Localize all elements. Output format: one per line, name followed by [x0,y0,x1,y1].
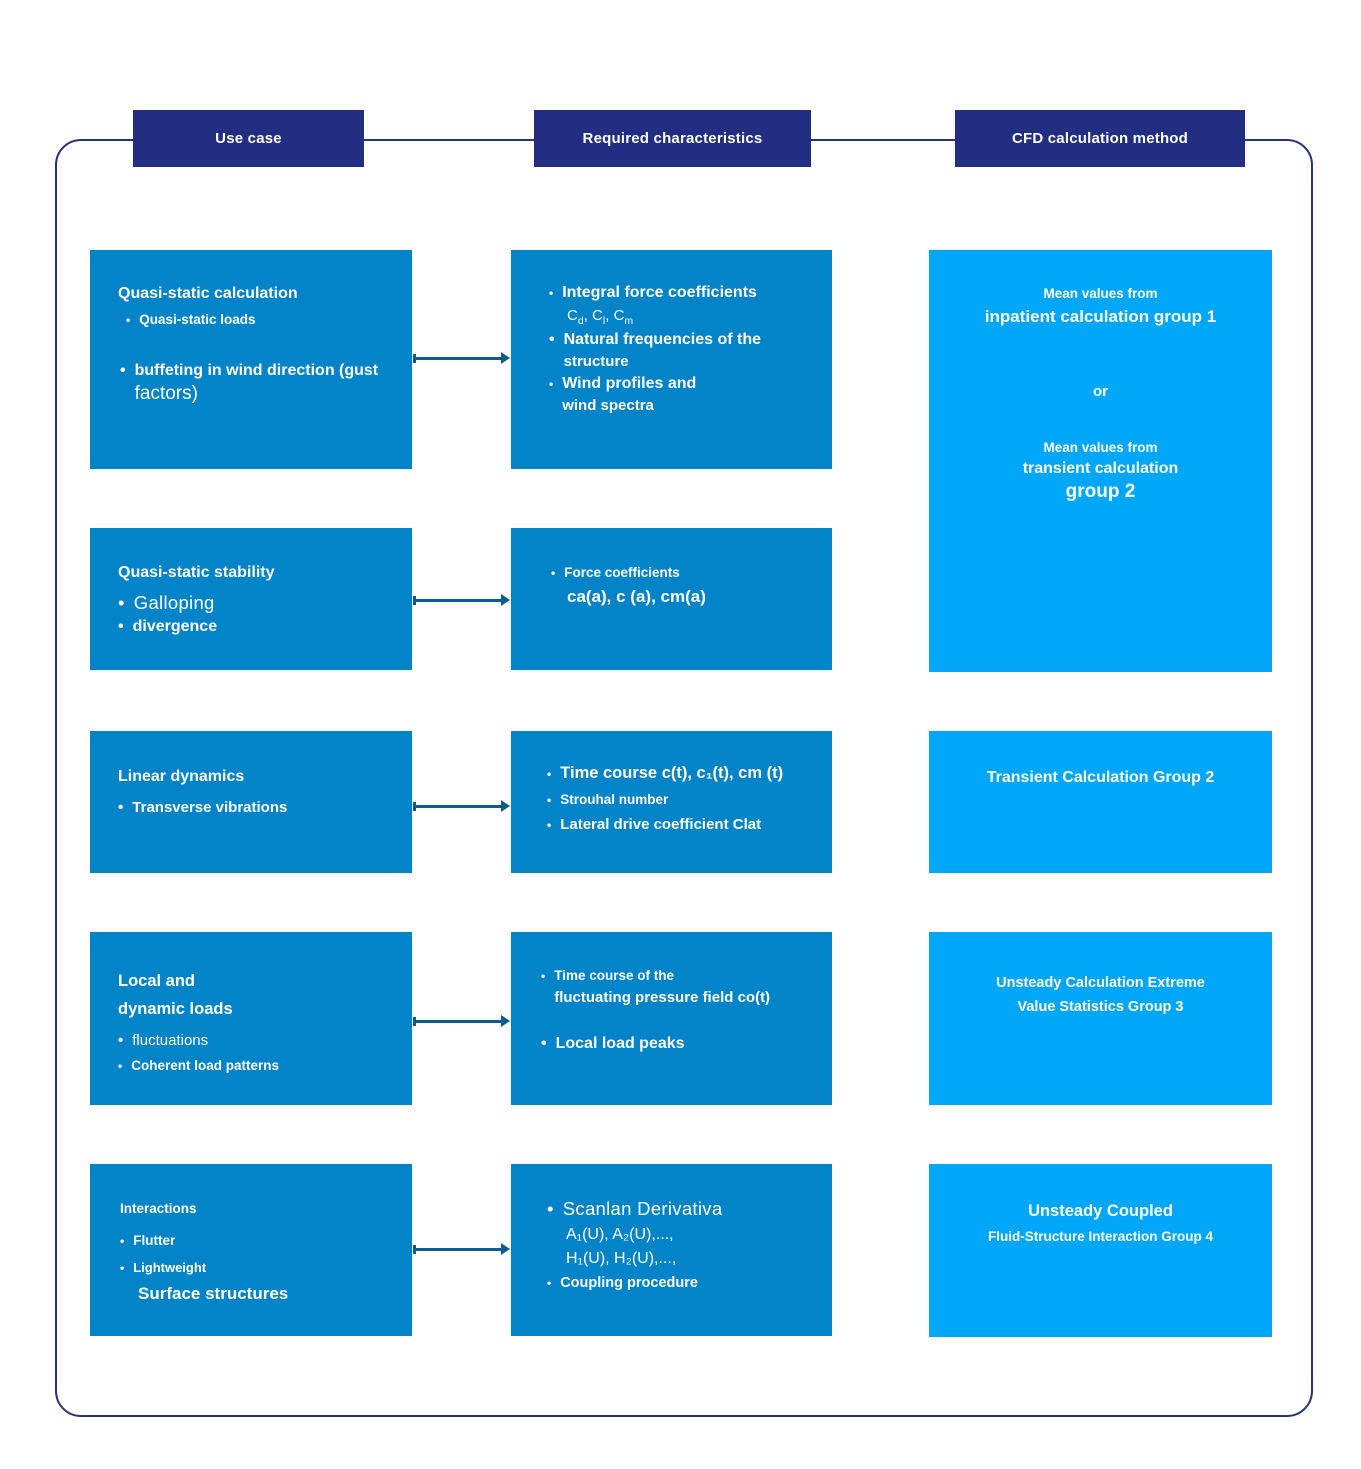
bullet-icon: • [120,362,126,379]
bullet-icon: • [547,793,552,807]
method-text: transient calculation [1022,460,1179,477]
list-item: • Coherent load patterns [118,1058,279,1073]
list-item: • Coupling procedure [547,1275,698,1291]
list-item: • Natural frequencies of the structure [549,331,761,370]
bullet-icon: • [551,566,556,580]
bullet-icon: • [118,1059,123,1073]
column-header-cfd-method: CFD calculation method [955,110,1245,167]
use-case-box-row4: Local and dynamic loads • fluctuations •… [90,932,412,1105]
derivative-formula: H₁(U), H₂(U),..., [566,1250,677,1267]
use-case-text: Surface structures [138,1284,289,1303]
column-header-use-case: Use case [133,110,364,167]
list-item: • Time course of the fluctuating pressur… [541,968,771,1006]
arrow-row1 [413,352,510,364]
method-text: Unsteady Coupled [1028,1202,1173,1220]
use-case-box-row1: Quasi-static calculation • Quasi-static … [90,250,412,469]
bullet-icon: • [120,1234,125,1248]
method-text: Unsteady Calculation Extreme Value Stati… [996,975,1205,1015]
bullet-icon: • [118,1032,124,1049]
bullet-icon: • [120,1261,125,1275]
bullet-icon: • [549,286,554,300]
method-text: inpatient calculation group 1 [984,307,1217,326]
box-title: Linear dynamics [118,768,245,785]
method-text: Transient Calculation Group 2 [986,769,1215,786]
method-text: Fluid-Structure Interaction Group 4 [987,1229,1213,1244]
column-header-required-characteristics: Required characteristics [534,110,811,167]
force-coefficient-symbols: Cd, Cl, Cm [567,307,634,327]
characteristics-box-row2: • Force coefficients ca(a), c (a), cm(a) [511,528,832,670]
coefficient-formula: ca(a), c (a), cm(a) [567,587,706,606]
list-item: • Lateral drive coefficient Clat [547,816,762,833]
list-item: • Strouhal number [547,792,669,807]
bullet-icon: • [547,767,552,781]
list-item: • buffeting in wind direction (gust fact… [120,362,379,404]
list-item: • Local load peaks [541,1035,685,1052]
list-item: • Transverse vibrations [118,799,288,816]
arrow-row4 [413,1015,510,1027]
characteristics-box-row4: • Time course of the fluctuating pressur… [511,932,832,1105]
bullet-icon: • [547,1198,554,1219]
bullet-icon: • [547,1276,552,1290]
box-title: Interactions [120,1201,197,1216]
method-box-row5: Unsteady Coupled Fluid-Structure Interac… [929,1164,1272,1337]
list-item: • Flutter [120,1233,176,1248]
box-title: Quasi-static calculation [118,285,298,302]
list-item: • Scanlan Derivativa [547,1198,723,1219]
list-item: • Wind profiles and wind spectra [549,375,697,414]
derivative-formula: A₁(U), A₂(U),..., [566,1226,674,1243]
column-header-label: Required characteristics [582,130,763,147]
bullet-icon: • [118,592,125,613]
arrow-row3 [413,800,510,812]
column-header-label: Use case [215,130,282,147]
or-label: or [1093,383,1108,400]
use-case-box-row5: Interactions • Flutter • Lightweight Sur… [90,1164,412,1336]
list-item: • Quasi-static loads [126,312,256,327]
list-item: • Time course c(t), c₁(t), cm (t) [547,764,784,782]
bullet-icon: • [541,969,546,983]
bullet-icon: • [118,618,124,635]
method-box-row1: Mean values from inpatient calculation g… [929,250,1272,672]
list-item: • Galloping [118,592,215,613]
list-item: • fluctuations [118,1032,209,1049]
method-text: group 2 [1065,481,1136,502]
method-box-row3: Transient Calculation Group 2 [929,731,1272,873]
arrow-row2 [413,594,510,606]
box-title: Local and dynamic loads [118,972,233,1018]
use-case-box-row3: Linear dynamics • Transverse vibrations [90,731,412,873]
list-item: • divergence [118,618,218,635]
characteristics-box-row3: • Time course c(t), c₁(t), cm (t) • Stro… [511,731,832,873]
column-header-label: CFD calculation method [1011,130,1189,147]
bullet-icon: • [126,313,131,327]
list-item: • Force coefficients [551,565,680,580]
bullet-icon: • [118,799,124,816]
method-box-row4: Unsteady Calculation Extreme Value Stati… [929,932,1272,1105]
list-item: • Integral force coefficients [549,284,757,301]
box-title: Quasi-static stability [118,564,275,581]
bullet-icon: • [541,1035,547,1052]
characteristics-box-row1: • Integral force coefficients Cd, Cl, Cm… [511,250,832,469]
bullet-icon: • [547,818,552,832]
characteristics-box-row5: • Scanlan Derivativa A₁(U), A₂(U),..., H… [511,1164,832,1336]
arrow-row5 [413,1243,510,1255]
bullet-icon: • [549,377,554,391]
list-item: • Lightweight [120,1260,207,1275]
bullet-icon: • [549,331,555,348]
method-text: Mean values from [1043,440,1158,455]
use-case-box-row2: Quasi-static stability • Galloping • div… [90,528,412,670]
method-text: Mean values from [1043,286,1158,301]
